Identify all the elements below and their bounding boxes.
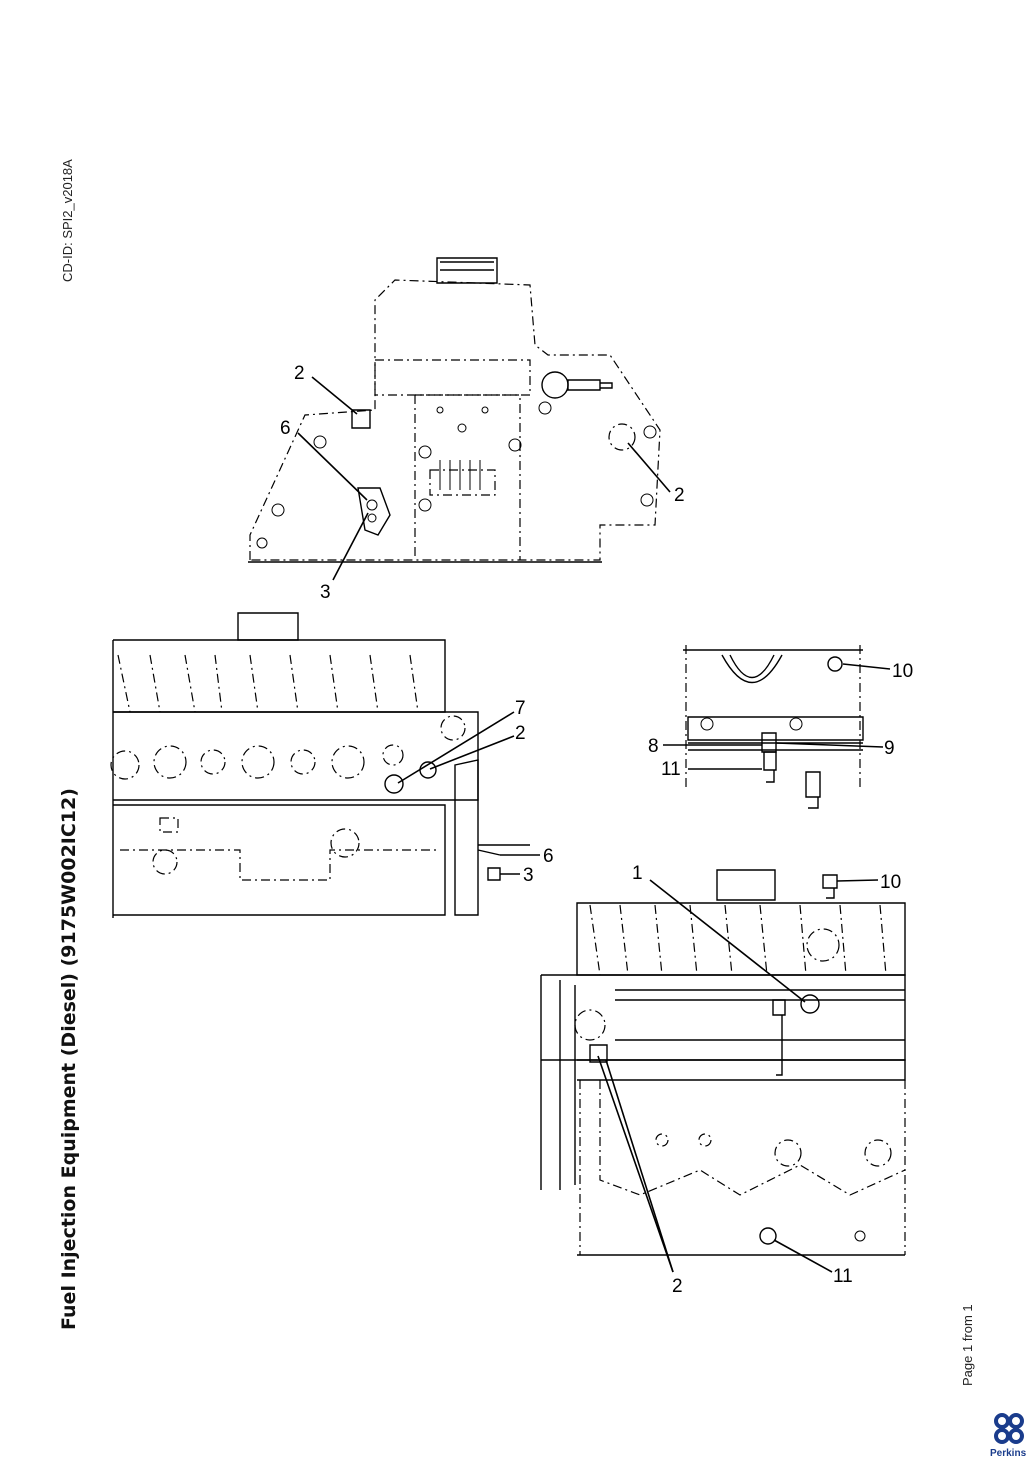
callout-2: 2 <box>672 1276 683 1297</box>
callout-2: 2 <box>294 363 305 384</box>
callout-2: 2 <box>674 485 685 506</box>
left-side-view: 7 2 6 3 <box>110 612 554 918</box>
callout-9: 9 <box>884 738 895 759</box>
callout-10: 10 <box>892 661 913 682</box>
callout-7: 7 <box>515 698 526 719</box>
right-side-view: 1 10 2 11 <box>540 863 906 1297</box>
callout-3: 3 <box>523 865 534 886</box>
top-view: 2 6 3 2 <box>248 257 685 603</box>
callout-11: 11 <box>833 1266 853 1287</box>
callout-3: 3 <box>320 582 331 603</box>
callout-6: 6 <box>280 418 291 439</box>
callout-6: 6 <box>543 846 554 867</box>
callout-10: 10 <box>880 872 901 893</box>
callout-2: 2 <box>515 723 526 744</box>
detail-view: 10 8 9 11 <box>648 645 913 809</box>
callout-11: 11 <box>661 759 681 780</box>
perkins-logo-icon <box>994 1413 1024 1444</box>
callout-1: 1 <box>632 863 643 884</box>
brand-name: Perkins <box>990 1448 1027 1459</box>
callout-8: 8 <box>648 736 659 757</box>
